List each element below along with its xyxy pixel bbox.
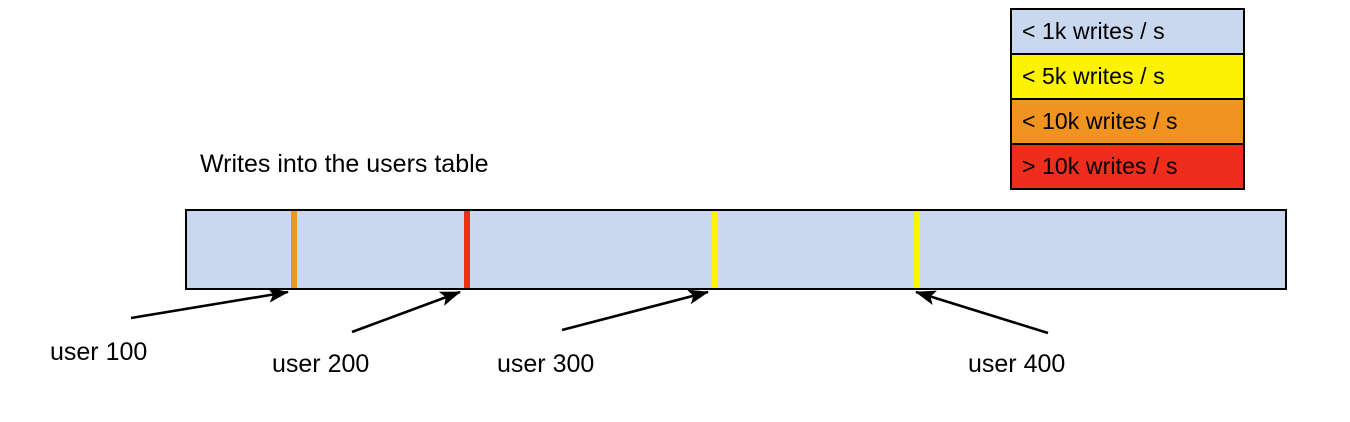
arrow-user-100 (130, 287, 290, 320)
legend-item-label: < 10k writes / s (1022, 108, 1178, 134)
arrow-user-400 (915, 290, 1049, 335)
label-user-200: user 200 (272, 350, 370, 378)
chart-title: Writes into the users table (200, 150, 489, 178)
arrow-user-200 (351, 290, 461, 334)
legend-item-label: < 5k writes / s (1022, 63, 1165, 89)
arrow-user-300 (561, 289, 710, 332)
legend: < 1k writes / s < 5k writes / s < 10k wr… (1010, 8, 1245, 190)
label-user-300: user 300 (497, 350, 595, 378)
marker-user-300 (712, 211, 718, 288)
legend-item-label: < 1k writes / s (1022, 18, 1165, 44)
legend-item-under-10k: < 10k writes / s (1012, 100, 1243, 145)
marker-user-200 (464, 211, 470, 288)
marker-user-400 (914, 211, 920, 288)
marker-user-100 (291, 211, 297, 288)
legend-item-under-5k: < 5k writes / s (1012, 55, 1243, 100)
users-table-bar (185, 209, 1287, 290)
label-user-400: user 400 (968, 350, 1066, 378)
legend-item-under-1k: < 1k writes / s (1012, 10, 1243, 55)
label-user-100: user 100 (50, 338, 148, 366)
legend-item-label: > 10k writes / s (1022, 153, 1178, 179)
legend-item-over-10k: > 10k writes / s (1012, 145, 1243, 188)
